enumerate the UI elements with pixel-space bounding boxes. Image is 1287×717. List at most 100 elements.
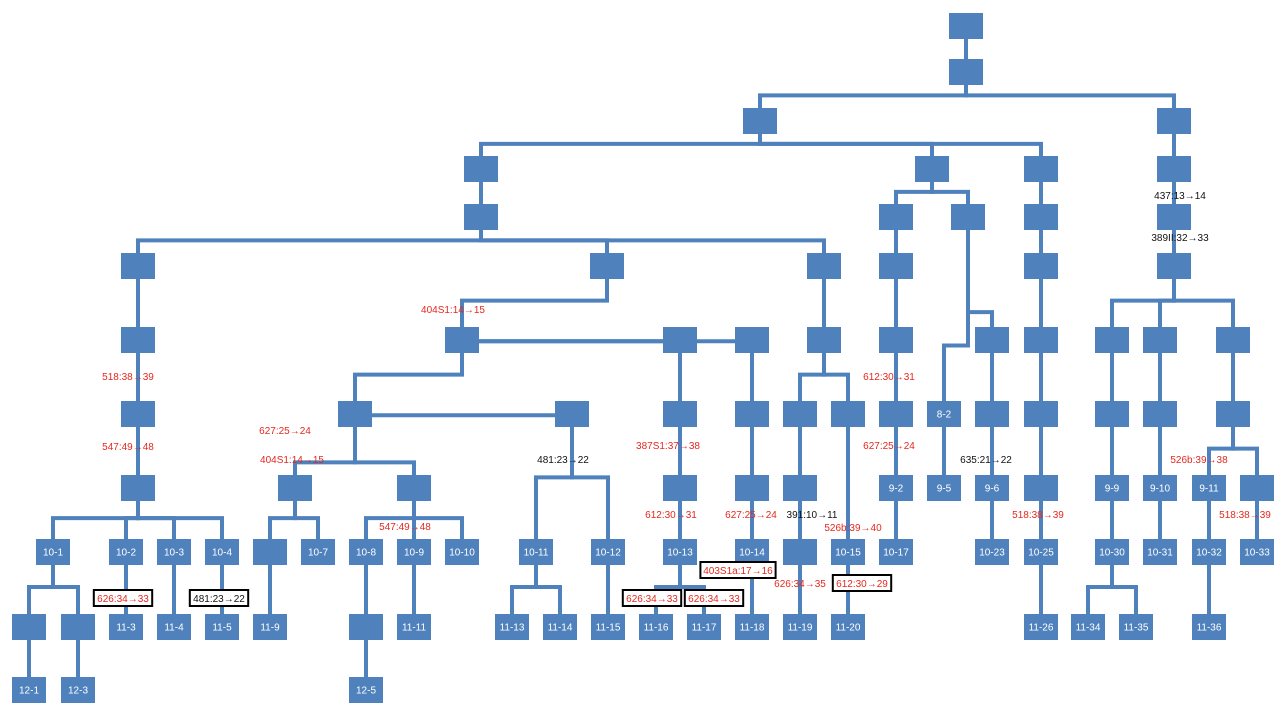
node-label: 11-26 [1029, 623, 1054, 634]
tree-node-L2 [464, 204, 498, 230]
node-label: 11-3 [116, 623, 136, 634]
tree-node-10-3: 10-3 [157, 539, 191, 565]
node-box [1157, 156, 1191, 182]
node-box [1157, 204, 1191, 230]
tree-node-10-23: 10-23 [975, 539, 1009, 565]
node-box [1095, 475, 1129, 501]
tree-node-B2 [338, 401, 372, 427]
tree-node-M24 [1024, 327, 1058, 353]
node-box [915, 156, 949, 182]
mutation-annotation-ann-22: 481:23→22 [188, 589, 250, 607]
mutation-annotation-ann-3: 404S1:14→15 [421, 305, 485, 316]
node-box [397, 614, 431, 640]
tree-node-R [1157, 108, 1191, 134]
tree-edge-B4-10-7 [293, 501, 320, 539]
node-box [1143, 539, 1177, 565]
tree-node-R3 [1157, 253, 1191, 279]
node-label: 11-11 [402, 623, 427, 634]
tree-node-Rc [1216, 327, 1250, 353]
tree-node-B1 [445, 327, 479, 353]
node-box [975, 327, 1009, 353]
node-label: 10-7 [308, 548, 328, 559]
node-label: 9-11 [1199, 484, 1219, 495]
annotation-frame [188, 589, 250, 607]
node-box [1240, 475, 1274, 501]
annotation-text: 547:49→48 [379, 522, 431, 533]
mutation-annotation-ann-13: 391:10→11 [787, 510, 838, 521]
tree-edge-n1-R [964, 85, 1176, 108]
tree-node-B12 [735, 401, 769, 427]
node-box [879, 253, 913, 279]
node-box [735, 401, 769, 427]
tree-edge-B5-10-8 [364, 501, 416, 539]
tree-node-8-2: 8-2 [927, 401, 961, 427]
tree-node-M1b2 [975, 327, 1009, 353]
node-label: 11-20 [836, 623, 861, 634]
node-label: 10-15 [835, 548, 861, 559]
tree-node-M22 [1024, 204, 1058, 230]
tree-node-11-35: 11-35 [1119, 614, 1153, 640]
mutation-annotation-ann-18: 518:38→39 [1012, 510, 1064, 521]
tree-node-11-11: 11-11 [397, 614, 431, 640]
tree-node-Rc2 [1240, 475, 1274, 501]
node-label: 10-23 [979, 548, 1005, 559]
node-box [687, 614, 721, 640]
node-box [1216, 401, 1250, 427]
tree-node-M1 [915, 156, 949, 182]
tree-edge-10-11-11-13 [510, 565, 538, 614]
node-label: 10-12 [595, 548, 621, 559]
tree-edge-Rc1-Rc2 [1231, 427, 1259, 475]
mutation-annotation-ann-15: 612:30→31 [863, 372, 915, 383]
node-box [1071, 614, 1105, 640]
tree-node-A2 [121, 401, 155, 427]
tree-edge-B1-B2 [353, 353, 464, 401]
node-box [555, 401, 589, 427]
node-box [949, 59, 983, 85]
annotation-text: 547:49→48 [102, 442, 154, 453]
node-box [1024, 156, 1058, 182]
node-box [879, 475, 913, 501]
node-box [109, 539, 143, 565]
annotation-text: 526b:39→40 [824, 523, 882, 534]
tree-node-A1 [121, 327, 155, 353]
node-box [783, 614, 817, 640]
node-label: 11-19 [788, 623, 813, 634]
node-box [807, 253, 841, 279]
mutation-annotation-ann-14: 526b:39→40 [824, 523, 882, 534]
tree-edge-Rc1-9-11 [1207, 427, 1235, 475]
node-label: 12-3 [68, 686, 88, 697]
tree-node-Rc1 [1216, 401, 1250, 427]
node-box [1024, 327, 1058, 353]
node-label: 10-4 [212, 548, 232, 559]
annotation-text: 627:25→24 [259, 426, 311, 437]
tree-node-11-19: 11-19 [783, 614, 817, 640]
tree-node-10-7: 10-7 [301, 539, 335, 565]
node-label: 11-9 [260, 623, 280, 634]
tree-node-A [121, 253, 155, 279]
node-box [783, 475, 817, 501]
node-box [663, 539, 697, 565]
node-box [61, 677, 95, 703]
node-label: 10-30 [1099, 548, 1125, 559]
tree-node-C4 [783, 475, 817, 501]
node-box [121, 401, 155, 427]
tree-node-M2 [1024, 156, 1058, 182]
tree-edge-M1-M1b [930, 182, 970, 204]
tree-edge-10-30-11-34 [1086, 565, 1114, 614]
edges-group [27, 39, 1259, 677]
node-box [1095, 539, 1129, 565]
node-box [1240, 539, 1274, 565]
tree-node-11-34: 11-34 [1071, 614, 1105, 640]
tree-node-B5 [397, 475, 431, 501]
mutation-annotation-ann-19: 526b:39→38 [1170, 455, 1228, 466]
node-label: 11-15 [596, 623, 621, 634]
tree-node-B8 [663, 327, 697, 353]
node-box [639, 614, 673, 640]
mutation-annotation-ann-5: 547:49→48 [102, 442, 154, 453]
tree-node-B6 [253, 539, 287, 565]
tree-node-M1a3 [879, 401, 913, 427]
annotation-text: 518:38→39 [102, 372, 154, 383]
node-box [1024, 253, 1058, 279]
node-box [975, 475, 1009, 501]
